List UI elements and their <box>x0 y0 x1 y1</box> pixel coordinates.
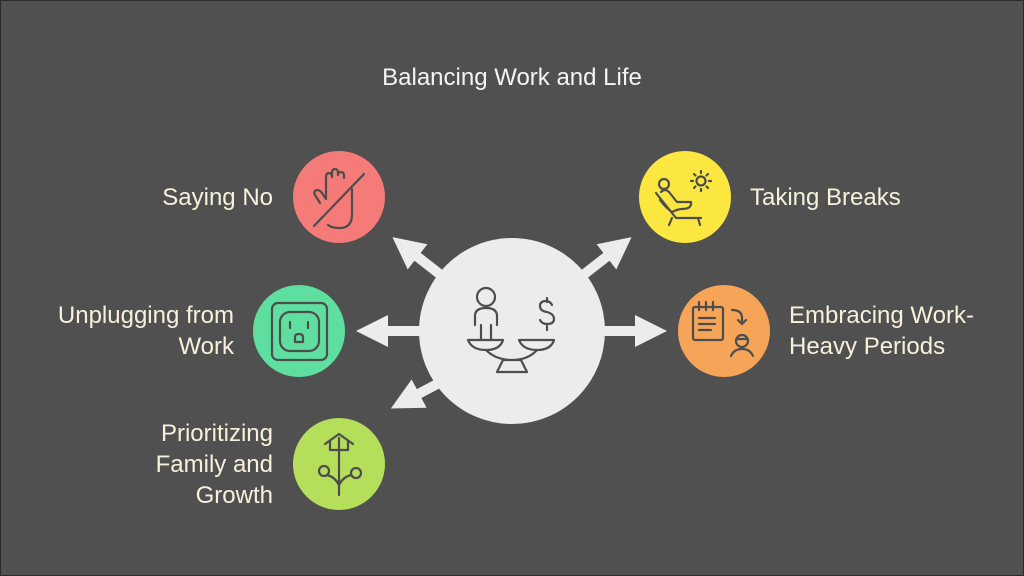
label-saying-no: Saying No <box>162 184 273 211</box>
diagram-title: Balancing Work and Life <box>382 64 642 91</box>
hand-stop-icon <box>312 167 366 230</box>
lounge-chair-sun-icon <box>654 169 713 227</box>
center-circle <box>419 238 605 424</box>
saying-no-circle[interactable] <box>293 151 385 243</box>
label-embracing: Embracing Work-Heavy Periods <box>789 302 974 360</box>
label-prioritizing: Prioritizing Family and Growth <box>155 420 273 509</box>
unplugging-circle[interactable] <box>253 285 345 377</box>
label-taking-breaks: Taking Breaks <box>750 184 901 211</box>
power-outlet-icon <box>270 301 329 362</box>
label-unplugging: Unplugging from Work <box>57 302 234 360</box>
home-growth-icon <box>317 432 363 497</box>
taking-breaks-circle[interactable] <box>639 151 731 243</box>
balance-scale-person-dollar-icon <box>466 286 556 374</box>
calendar-person-icon <box>691 300 755 358</box>
